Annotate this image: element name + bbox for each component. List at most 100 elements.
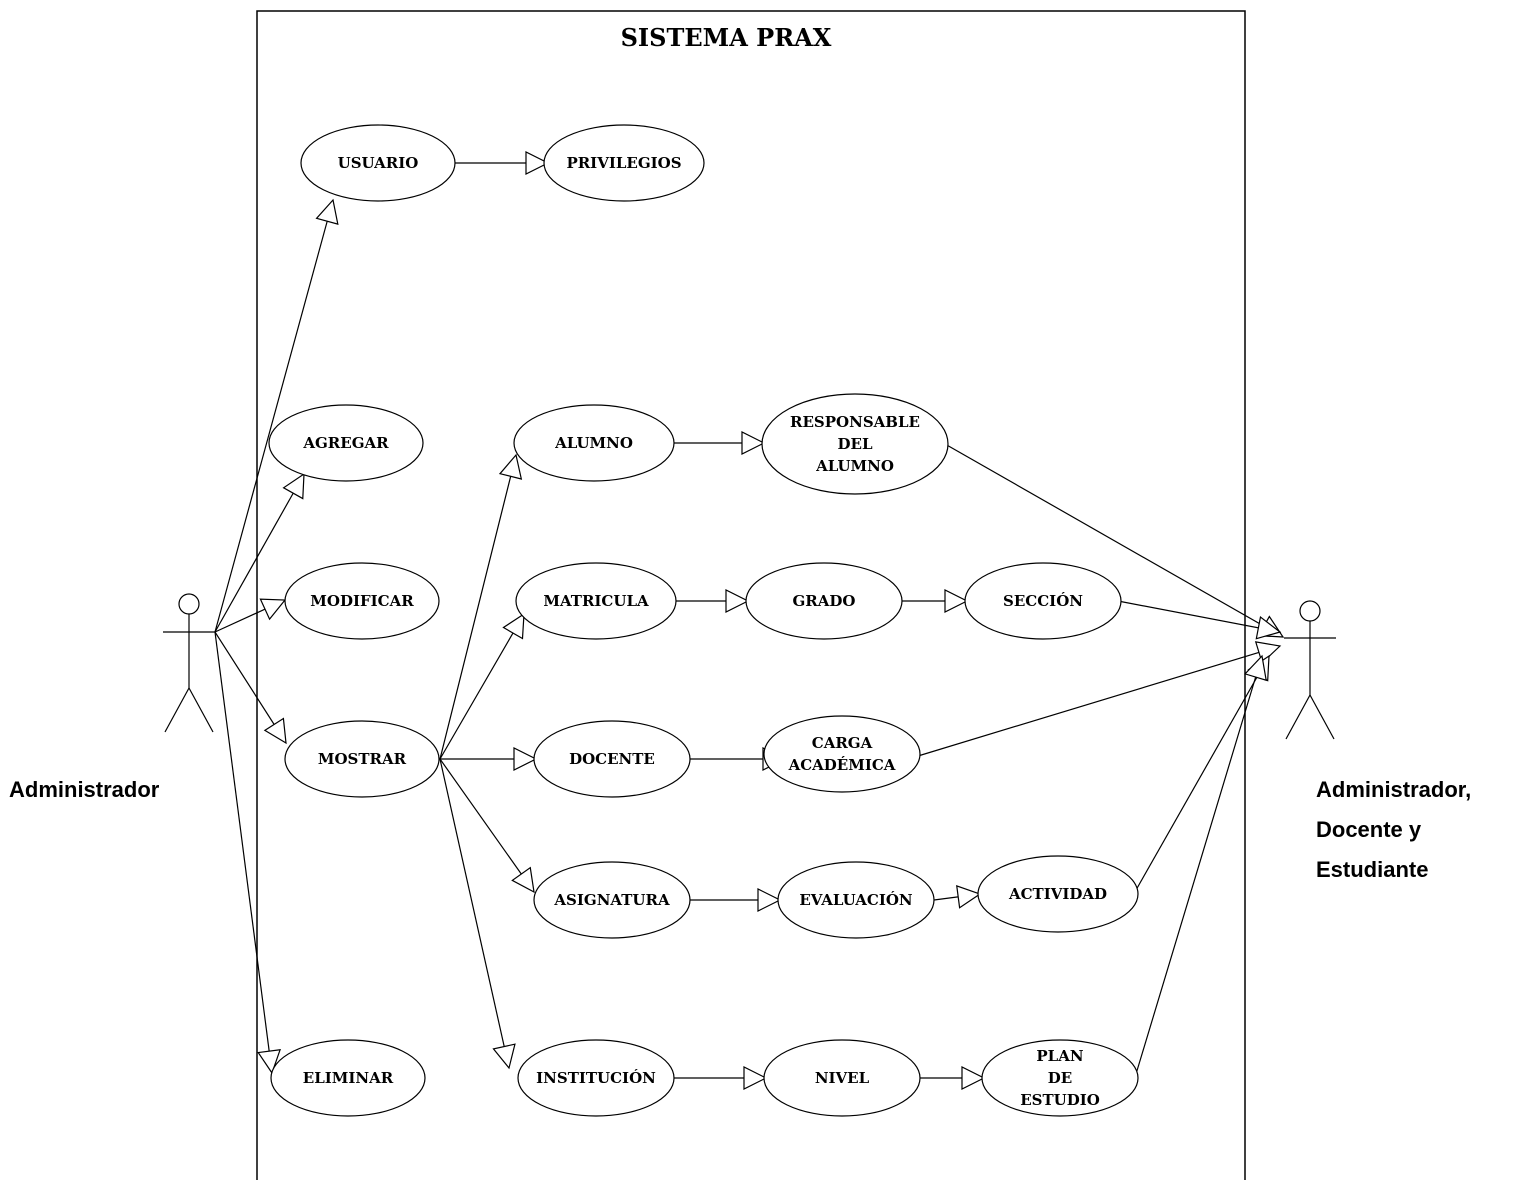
actor-left-leg-right (188, 687, 214, 733)
use-case-label: DOCENTE (569, 750, 655, 768)
use-case-modificar: MODIFICAR (284, 562, 440, 640)
arrowhead (282, 472, 305, 500)
actor-right-leg-left (1285, 694, 1311, 740)
use-case-ellipse (981, 1039, 1139, 1117)
arrowhead (257, 1049, 281, 1075)
use-case-nivel: NIVEL (763, 1039, 921, 1117)
system-title: SISTEMA PRAX (621, 23, 832, 52)
use-case-ellipse (533, 720, 691, 798)
association-line (214, 473, 305, 633)
use-case-label: ACTIVIDAD (1008, 885, 1107, 903)
arrowhead (315, 198, 339, 225)
association-line (439, 758, 510, 1069)
use-case-ellipse (515, 562, 677, 640)
use-case-evaluacion: EVALUACIÓN (777, 861, 935, 939)
use-case-responsable: RESPONSABLE DEL ALUMNO (761, 393, 949, 495)
arrowhead (263, 717, 287, 745)
arrowhead (757, 888, 782, 912)
use-case-label: PLAN (1036, 1047, 1083, 1065)
arrowhead (525, 151, 550, 175)
use-case-eliminar: ELIMINAR (270, 1039, 426, 1117)
use-case-ellipse (517, 1039, 675, 1117)
use-case-label: DEL (838, 435, 873, 453)
association-line (917, 645, 1281, 757)
use-case-matricula: MATRICULA (515, 562, 677, 640)
use-case-ellipse (513, 404, 675, 482)
use-case-label: MATRICULA (543, 592, 649, 610)
actor-right-leg-right (1309, 694, 1335, 740)
use-case-agregar: AGREGAR (268, 404, 424, 482)
use-case-carga: CARGA ACADÉMICA (763, 715, 921, 793)
use-case-label: GRADO (793, 592, 856, 610)
use-case-grado: GRADO (745, 562, 903, 640)
use-case-label: ACADÉMICA (788, 756, 896, 774)
use-case-ellipse (284, 720, 440, 798)
use-case-docente: DOCENTE (533, 720, 691, 798)
association-line (439, 613, 525, 760)
association-line (1117, 600, 1281, 633)
use-case-alumno: ALUMNO (513, 404, 675, 482)
use-case-label: RESPONSABLE (790, 413, 920, 431)
use-case-ellipse (977, 855, 1139, 933)
arrowhead (743, 1066, 768, 1090)
association-line (439, 758, 535, 893)
use-case-ellipse (284, 562, 440, 640)
actor-right-label: Administrador, Docente y Estudiante (1316, 770, 1471, 890)
use-case-label: ALUMNO (815, 457, 894, 475)
arrowhead (513, 747, 538, 771)
actor-left-figure (163, 593, 215, 733)
use-case-plan: PLAN DE ESTUDIO (981, 1039, 1139, 1117)
use-case-label: ALUMNO (554, 434, 633, 452)
association-line (214, 631, 273, 1074)
use-case-ellipse (270, 1039, 426, 1117)
use-case-privilegios: PRIVILEGIOS (543, 124, 705, 202)
use-case-label: AGREGAR (302, 434, 389, 452)
use-case-ellipse (763, 1039, 921, 1117)
arrowhead (961, 1066, 986, 1090)
arrowhead (741, 431, 766, 455)
system-boundary (256, 10, 1246, 1180)
use-case-label: PRIVILEGIOS (566, 154, 681, 172)
use-case-label: CARGA (812, 734, 873, 752)
actor-left-label: Administrador (9, 770, 159, 810)
association-line (439, 454, 517, 760)
actor-left-name: Administrador (9, 777, 160, 802)
use-case-ellipse (533, 861, 691, 939)
use-case-label: EVALUACIÓN (799, 891, 913, 909)
use-case-label: MOSTRAR (318, 750, 407, 768)
actor-right-figure (1284, 600, 1336, 740)
arrowhead (502, 612, 525, 640)
association-line (944, 443, 1284, 638)
use-case-label: DE (1048, 1069, 1072, 1087)
use-case-ellipse (964, 562, 1122, 640)
use-case-label: ELIMINAR (303, 1069, 394, 1087)
use-case-seccion: SECCIÓN (964, 562, 1122, 640)
use-case-asignatura: ASIGNATURA (533, 861, 691, 939)
use-case-ellipse (300, 124, 456, 202)
use-case-ellipse (543, 124, 705, 202)
use-case-ellipse (763, 715, 921, 793)
association-line (214, 199, 334, 633)
use-case-label: ASIGNATURA (553, 891, 670, 909)
use-case-mostrar: MOSTRAR (284, 720, 440, 798)
arrowhead (498, 453, 523, 480)
use-case-label: ESTUDIO (1020, 1091, 1100, 1109)
actor-right-line-1: Administrador, (1316, 777, 1472, 802)
arrowhead (944, 589, 969, 613)
arrowhead (511, 866, 535, 894)
actor-left-head (178, 593, 200, 615)
association-line (1135, 655, 1263, 1075)
actor-right-head (1299, 600, 1321, 622)
use-case-ellipse (745, 562, 903, 640)
use-case-label: INSTITUCIÓN (536, 1069, 656, 1087)
association-line (1135, 655, 1270, 891)
arrowhead (492, 1043, 516, 1070)
arrowhead (1255, 615, 1282, 640)
use-case-label: SECCIÓN (1003, 592, 1083, 610)
arrowhead (956, 885, 982, 909)
arrowhead (1244, 654, 1267, 682)
actor-right-line-3: Estudiante (1316, 857, 1429, 882)
use-case-ellipse (761, 393, 949, 495)
